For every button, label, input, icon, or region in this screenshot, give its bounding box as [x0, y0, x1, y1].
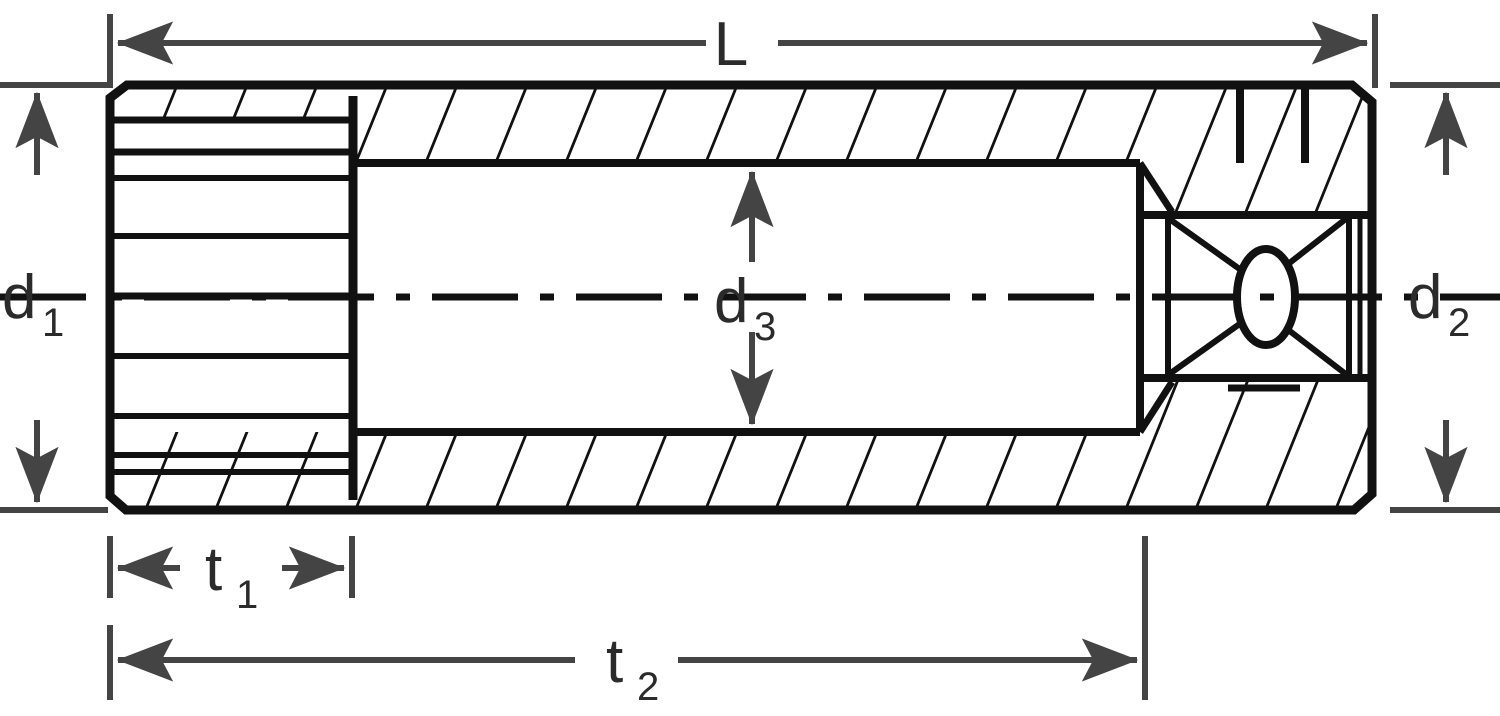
- dimension-label-d1-base: d: [2, 263, 36, 332]
- dimension-t1: t 1: [107, 535, 355, 617]
- twelve-point-socket-profile: [112, 116, 352, 475]
- drive-upper-hatching: [1140, 163, 1372, 215]
- socket-head-top-hatching: [110, 85, 352, 120]
- dimension-label-d3-sub: 3: [754, 305, 776, 349]
- dimension-d2: d 2: [1390, 82, 1500, 513]
- dimension-label-t2-sub: 2: [637, 665, 659, 709]
- dimension-label-L: L: [714, 10, 748, 79]
- dimension-label-d2-base: d: [1408, 263, 1442, 332]
- socket-head-bottom-hatching: [110, 472, 352, 510]
- dimension-label-d2-sub: 2: [1448, 301, 1470, 345]
- dimension-L: L: [107, 10, 1378, 88]
- dimension-label-t1-sub: 1: [236, 573, 258, 617]
- dimension-t2: t 2: [107, 536, 1148, 709]
- dimension-d1: d 1: [0, 82, 108, 513]
- dimension-d3: d 3: [714, 170, 776, 426]
- dimension-label-d3-base: d: [714, 267, 748, 336]
- dimension-label-t1-base: t: [205, 535, 222, 604]
- body-outer-profile: [105, 80, 1377, 515]
- dimension-label-t2-base: t: [606, 627, 623, 696]
- dimension-label-d1-sub: 1: [42, 301, 64, 345]
- socket-body-outline: [105, 80, 1377, 515]
